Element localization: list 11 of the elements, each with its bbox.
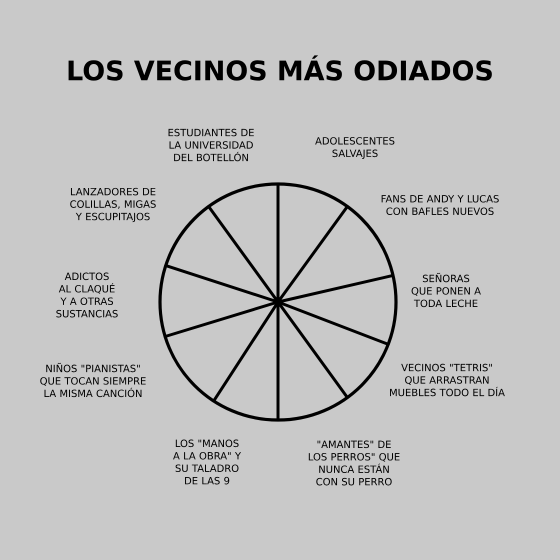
sector-label: SEÑORAS QUE PONEN A TODA LECHE <box>412 272 481 308</box>
sector-label: ADICTOS AL CLAQUÉ Y A OTRAS SUSTANCIAS <box>56 272 118 318</box>
sector-label: "AMANTES" DE LOS PERROS" QUE NUNCA ESTÁN CON SU PERRO <box>308 440 400 486</box>
sector-label: LANZADORES DE COLILLAS, MIGAS Y ESCUPITAJOS <box>70 188 156 222</box>
sector-label: FANS DE ANDY Y LUCAS CON BAFLES NUEVOS <box>382 195 499 215</box>
sector-label: VECINOS "TETRIS" QUE ARRASTRAN MUEBLES TODO EL DÍA <box>390 364 505 396</box>
sector-label: ESTUDIANTES DE LA UNIVERSIDAD DEL BOTELLÓN <box>168 128 254 162</box>
sector-label: ADOLESCENTES SALVAJES <box>315 137 394 159</box>
sector-label: LOS "MANOS A LA OBRA" Y SU TALADRO DE LAS 9 <box>173 440 242 484</box>
title: LOS VECINOS MÁS ODIADOS <box>68 55 492 81</box>
sector-label: NIÑOS "PIANISTAS" QUE TOCAN SIEMPRE LA MISMA CANCIÓN <box>40 362 146 398</box>
